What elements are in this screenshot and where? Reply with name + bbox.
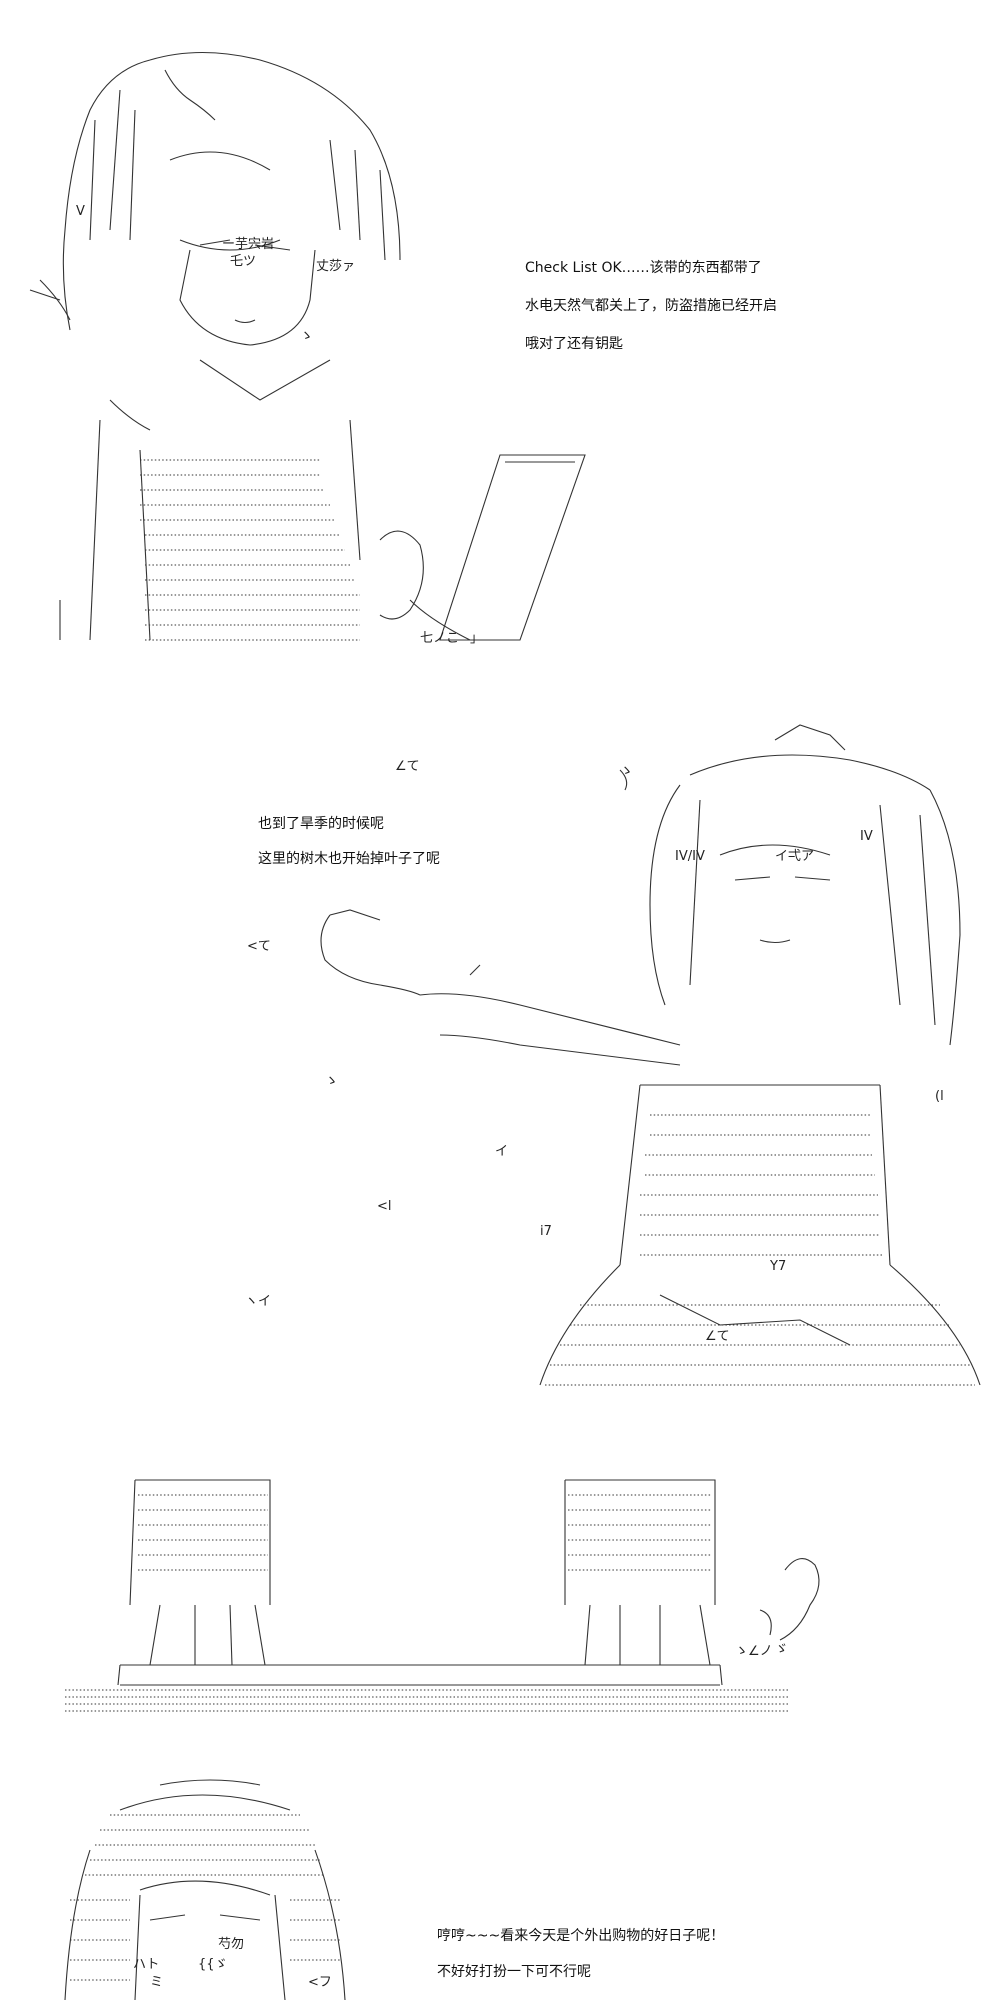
dialogue-line: 哦对了还有钥匙 — [525, 336, 623, 352]
dialogue-line: 这里的树木也开始掉叶子了呢 — [258, 851, 440, 867]
art-glyph: イ弌ア — [775, 849, 815, 864]
art-glyph: ー芋宍岩 — [222, 237, 275, 252]
art-glyph: ハト — [133, 1957, 160, 1972]
leaf-sfx: i7 — [540, 1224, 552, 1239]
leaf-sfx: ゝ — [325, 1074, 339, 1089]
leaf-sfx: ゝ — [620, 764, 634, 779]
leaf-sfx: (l — [935, 1089, 944, 1104]
leaf-sfx: <l — [377, 1199, 392, 1214]
panel-shopping: 芍勿 ハト {{ゞ ミ <フ 哼哼~~~看来今天是个外出购物的好日子呢！ 不好好… — [0, 1770, 1000, 2000]
art-glyph: 丈莎ァ — [316, 259, 356, 274]
leaf-sfx: ∠て — [705, 1329, 730, 1344]
art-glyph: 七ノこ — [420, 631, 460, 646]
art-glyph: ゝ — [300, 329, 314, 344]
leaf-sfx: ヽイ — [245, 1294, 272, 1309]
art-glyph: <フ — [308, 1975, 332, 1990]
tail-sfx: ゞ — [775, 1642, 789, 1657]
dialogue-line: 水电天然气都关上了，防盗措施已经开启 — [525, 298, 777, 314]
leaf-sfx: イ — [495, 1144, 509, 1159]
tail-sfx: ゝ — [735, 1644, 749, 1659]
panel-checklist: ー芋宍岩 乇ツ 丈莎ァ V ゝ 」 七ノこ Check List OK……该带的… — [0, 0, 1000, 660]
art-glyph: ΙV/ΙV — [675, 849, 705, 864]
art-glyph: ミ — [150, 1975, 164, 1990]
tail-sfx: ∠ノ — [748, 1644, 773, 1659]
art-glyph: V — [76, 204, 85, 219]
girl-reaching-leaves-illustration — [320, 724, 981, 1386]
dialogue-line: 不好好打扮一下可不行呢 — [437, 1964, 591, 1980]
art-glyph: 芍勿 — [218, 1937, 245, 1952]
art-glyph: 乇ツ — [230, 254, 257, 269]
art-glyph: Y7 — [770, 1259, 787, 1274]
panel-dry-season: 也到了旱季的时候呢 这里的树木也开始掉叶子了呢 ∠て <て ∠て ゝ <l i7… — [0, 705, 1000, 1395]
leaf-sfx: ∠て — [395, 759, 420, 774]
dialogue-line: Check List OK……该带的东西都带了 — [525, 260, 762, 276]
girl-portrait-illustration — [64, 1779, 346, 2000]
dialogue-line: 哼哼~~~看来今天是个外出购物的好日子呢！ — [437, 1928, 725, 1944]
leaf-sfx: <て — [247, 939, 271, 954]
art-glyph: {{ゞ — [198, 1957, 228, 1972]
panel-dog-bed: ゝ ∠ノ ゞ — [0, 1465, 1000, 1725]
art-glyph: ΙV — [860, 829, 873, 844]
girl-with-tablet-illustration — [29, 52, 586, 641]
furniture-legs-illustration — [65, 1479, 820, 1712]
dialogue-line: 也到了旱季的时候呢 — [258, 816, 384, 832]
art-glyph: 」 — [470, 631, 484, 646]
